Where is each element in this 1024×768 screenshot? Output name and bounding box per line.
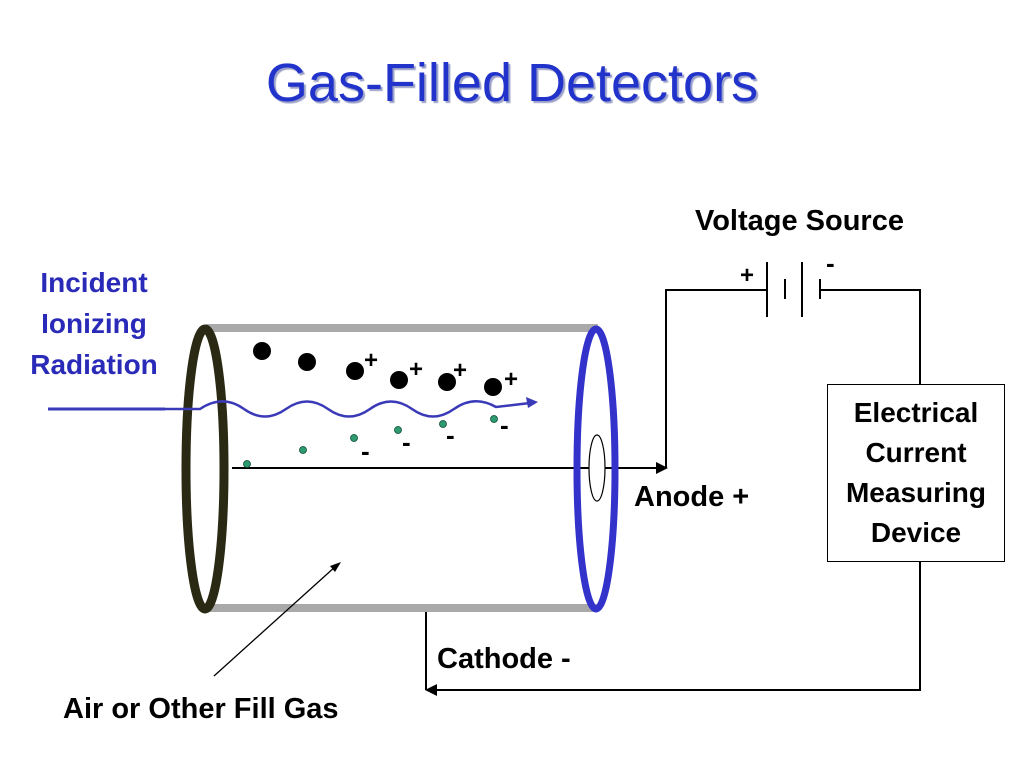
incident-line-1: Incident (40, 267, 148, 298)
cathode-label: Cathode - (437, 643, 571, 675)
anode-arrow (656, 462, 668, 474)
anode-label: Anode + (634, 481, 750, 513)
ion (253, 342, 271, 360)
device-line-3: Measuring (845, 477, 987, 508)
positive-ion (346, 362, 364, 380)
tube-bottom-edge (206, 604, 598, 612)
fill-gas-label: Air or Other Fill Gas (63, 693, 339, 725)
fill-gas-pointer (213, 565, 337, 677)
electron (394, 426, 402, 434)
page-title: Gas-Filled Detectors (265, 53, 759, 113)
battery-icon (766, 262, 821, 317)
ion-plus-label: + (504, 366, 518, 393)
positive-ion (390, 371, 408, 389)
electron (350, 434, 358, 442)
ion-plus-label: + (364, 347, 378, 374)
fill-gas-pointer-arrow (330, 562, 341, 572)
positive-ion (438, 373, 456, 391)
anode-insulator (588, 434, 606, 502)
device-line-1: Electrical (853, 397, 979, 428)
incident-radiation-label: Incident Ionizing Radiation (14, 262, 174, 385)
cathode-ring (181, 324, 229, 614)
electron-minus-label: - (446, 420, 455, 450)
cathode-arrow (425, 684, 437, 696)
incident-line-3: Radiation (30, 349, 158, 380)
radiation-wave (165, 400, 531, 418)
voltage-source-label: Voltage Source (695, 205, 904, 237)
electron (490, 415, 498, 423)
positive-ion (484, 378, 502, 396)
electron (299, 446, 307, 454)
electron-minus-label: - (361, 436, 370, 466)
battery-plus-label: + (740, 262, 754, 289)
ion (298, 353, 316, 371)
electron-minus-label: - (500, 410, 509, 440)
device-line-2: Current (865, 437, 967, 468)
electron-minus-label: - (402, 427, 411, 457)
incident-line-2: Ionizing (41, 308, 147, 339)
circuit-wire-return (436, 562, 921, 691)
battery-minus-label: - (826, 248, 835, 278)
anode-ring (573, 325, 619, 613)
electron (243, 460, 251, 468)
ion-plus-label: + (409, 356, 423, 383)
circuit-wire-device-top (820, 289, 921, 384)
device-line-4: Device (870, 517, 962, 548)
tube-top-edge (206, 324, 598, 332)
radiation-arrow (526, 397, 538, 408)
current-measuring-device: Electrical Current Measuring Device (827, 384, 1005, 562)
circuit-wire-anode (665, 289, 767, 468)
electron (439, 420, 447, 428)
ion-plus-label: + (453, 357, 467, 384)
